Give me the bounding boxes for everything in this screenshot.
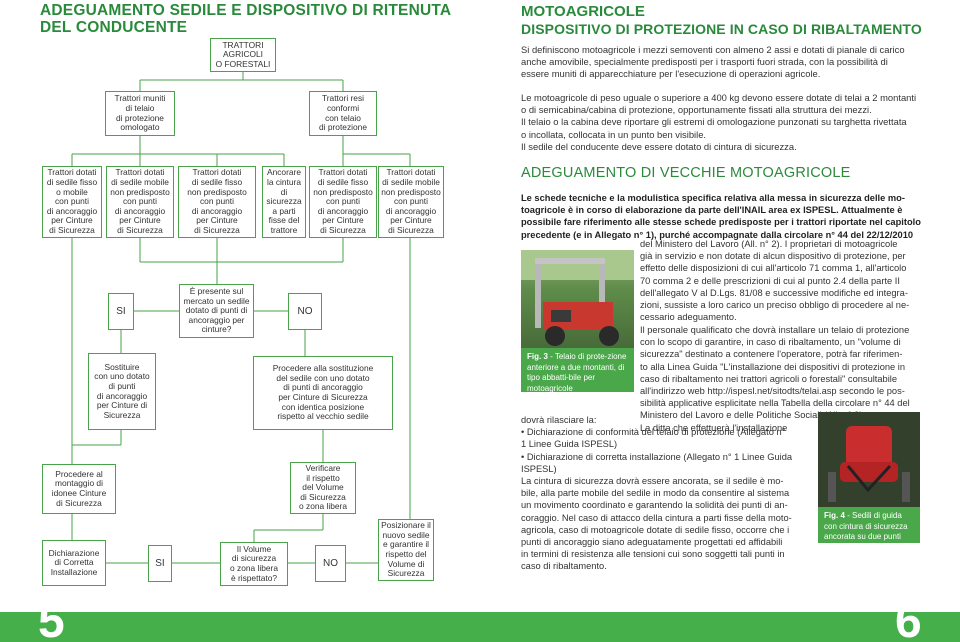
paragraph-proprietari: del Ministero del Lavoro (All. n° 2). I … bbox=[640, 239, 910, 323]
figure-4-photo bbox=[818, 412, 920, 507]
figure-4-caption: Fig. 4 - Sedili di guida con cintura di … bbox=[818, 507, 920, 543]
paragraph-dichiarazioni: dovrà rilasciare la:• Dichiarazione di c… bbox=[521, 415, 793, 572]
flowchart-connectors bbox=[71, 72, 411, 564]
paragraph-definition: Si definiscono motoagricole i mezzi semo… bbox=[521, 44, 905, 80]
flow-si-2-box: SI bbox=[148, 545, 172, 582]
section-heading-adeguamento: ADEGUAMENTO DI VECCHIE MOTOAGRICOLE bbox=[521, 165, 851, 181]
left-page-title: ADEGUAMENTO SEDILE E DISPOSITIVO DI RITE… bbox=[40, 2, 451, 36]
figure-3-caption: Fig. 3 - Telaio di prote-zione anteriore… bbox=[521, 348, 634, 393]
footer-bar bbox=[0, 612, 960, 642]
paragraph-weight: Le motoagricole di peso uguale o superio… bbox=[521, 92, 917, 152]
flow-no-2-box: NO bbox=[315, 545, 346, 582]
page-number-left: 5 bbox=[38, 595, 65, 642]
paragraph-bold-intro: Le schede tecniche e la modulistica spec… bbox=[521, 193, 921, 240]
right-page-subtitle: DISPOSITIVO DI PROTEZIONE IN CASO DI RIB… bbox=[521, 21, 922, 37]
flow-no-1-box: NO bbox=[288, 293, 322, 330]
left-title-line1: ADEGUAMENTO SEDILE E DISPOSITIVO DI RITE… bbox=[40, 2, 452, 19]
page-number-right: 6 bbox=[895, 595, 922, 642]
flow-si-1-box: SI bbox=[108, 293, 134, 330]
right-page-title: MOTOAGRICOLE bbox=[521, 3, 645, 20]
left-title-line2: DEL CONDUCENTE bbox=[40, 19, 188, 36]
figure-3-photo bbox=[521, 250, 634, 348]
paragraph-personale-qualificato: Il personale qualificato che dovrà insta… bbox=[640, 325, 910, 433]
